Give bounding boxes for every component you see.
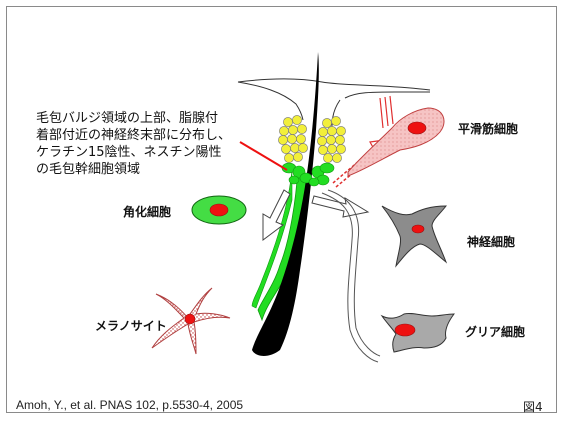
stem-cell-description: 毛包バルジ領域の上部、脂腺付 着部付近の神経終末部に分布し、 ケラチン15陰性、…: [36, 110, 231, 178]
neuron-nucleus: [412, 225, 424, 233]
neuron-cell: [382, 206, 446, 266]
description-line: ケラチン15陰性、ネスチン陽性: [36, 144, 231, 161]
reference-citation: Amoh, Y., et al. PNAS 102, p.5530-4, 200…: [16, 398, 243, 412]
label-melanocyte: メラノサイト: [95, 320, 167, 332]
pointer-line: [240, 142, 287, 170]
label-keratinocyte: 角化細胞: [123, 206, 171, 218]
label-glia: グリア細胞: [465, 326, 525, 338]
epidermis-right-line: [345, 92, 430, 98]
melanocyte-nucleus: [185, 314, 195, 324]
description-line: 毛包バルジ領域の上部、脂腺付: [36, 110, 231, 127]
figure-number: 図4: [523, 398, 543, 415]
neuron-arrow: [312, 196, 368, 217]
epidermis-left-line: [238, 82, 303, 120]
label-smooth-muscle: 平滑筋細胞: [458, 123, 518, 135]
label-neuron: 神経細胞: [467, 236, 515, 248]
description-line: 着部付近の神経終末部に分布し、: [36, 127, 231, 144]
glia-cell: [382, 313, 454, 352]
glia-nucleus: [395, 324, 415, 336]
description-line: の毛包幹細胞領域: [36, 161, 231, 178]
smooth-muscle-cell: [348, 108, 444, 176]
keratinocyte-nucleus: [210, 204, 228, 216]
glia-path: [322, 193, 378, 362]
smooth-muscle-fiber: [380, 96, 393, 128]
smooth-muscle-nucleus: [408, 122, 426, 134]
